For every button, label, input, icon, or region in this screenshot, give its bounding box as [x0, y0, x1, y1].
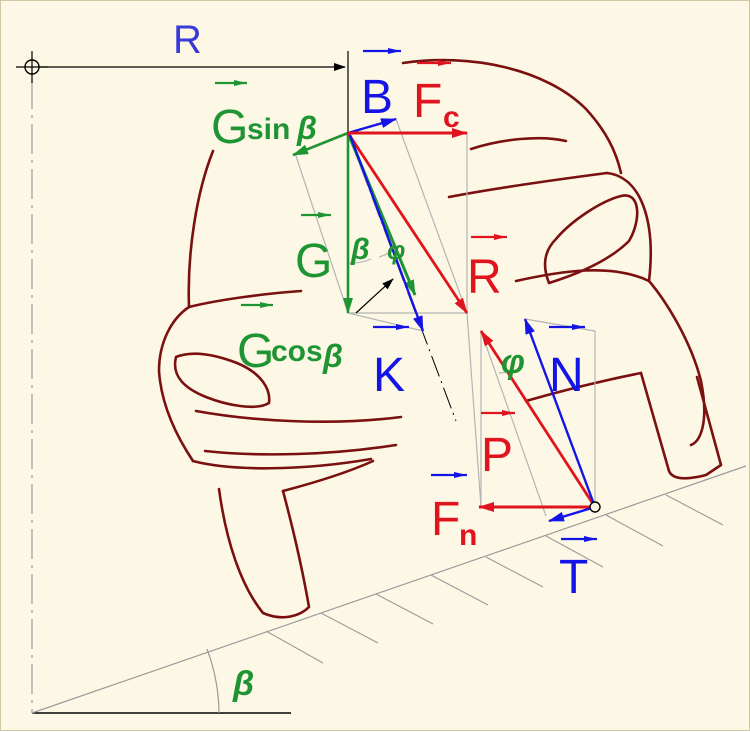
car-wheel-left [217, 487, 311, 619]
car-wheel-right [639, 371, 723, 480]
svg-text:sin: sin [247, 113, 290, 146]
car-roof [401, 58, 623, 175]
road-hatching [265, 494, 724, 664]
svg-text:G: G [211, 101, 248, 154]
label-G-cos-beta: G cos β [237, 325, 343, 378]
car-mirror [469, 136, 568, 151]
gcos-pointer-line [355, 278, 394, 314]
car-left-pillar [187, 149, 215, 309]
label-vector-bars [215, 48, 597, 542]
car-body-right [605, 171, 706, 447]
svg-text:c: c [443, 101, 460, 134]
label-phi: φ [501, 343, 525, 381]
car-front-pillar [447, 171, 609, 199]
vector-P [479, 330, 597, 508]
banked-road-line [31, 465, 747, 714]
vector-G-sin-beta [292, 131, 349, 157]
car-lower-left [281, 459, 375, 493]
contact-point-icon [589, 501, 601, 513]
vector-K [348, 134, 425, 332]
label-beta-angle: β [232, 665, 254, 703]
svg-text:β: β [322, 338, 343, 374]
vector-B [347, 117, 397, 135]
car-hood-right [514, 269, 651, 283]
label-G: G [295, 235, 332, 288]
vector-T [548, 505, 596, 523]
car-headlight-right [543, 194, 639, 285]
car-grille-lines [194, 409, 403, 456]
car-side-line [187, 289, 303, 309]
svg-text:G: G [237, 325, 274, 378]
svg-text:cos: cos [271, 335, 323, 368]
label-K: K [373, 349, 405, 402]
label-T: T [559, 551, 588, 604]
svg-text:n: n [459, 519, 477, 552]
label-phi-small: φ [387, 235, 405, 265]
phi-angle-arc-small [378, 244, 400, 258]
label-P: P [481, 429, 513, 482]
label-beta-small: β [350, 233, 370, 266]
vector-N [523, 318, 597, 508]
car-bumper-left [191, 457, 373, 470]
label-B: B [361, 71, 393, 124]
label-Fc: F c [413, 75, 460, 134]
label-radius: R [173, 18, 202, 62]
label-R-vector: R [467, 251, 502, 304]
car-right-lower [524, 371, 643, 403]
label-Fn: F n [431, 493, 477, 552]
vector-R [346, 132, 469, 314]
phi-angle-arc [498, 366, 524, 374]
svg-text:F: F [431, 493, 460, 546]
car-body-left [157, 305, 195, 463]
svg-text:F: F [413, 75, 442, 128]
construction-lines [294, 118, 596, 517]
svg-text:β: β [296, 110, 317, 146]
label-N: N [549, 349, 584, 402]
car-headlight-left [173, 352, 271, 409]
label-G-sin-beta: G sin β [211, 101, 317, 154]
beta-angle-arc [206, 648, 220, 714]
